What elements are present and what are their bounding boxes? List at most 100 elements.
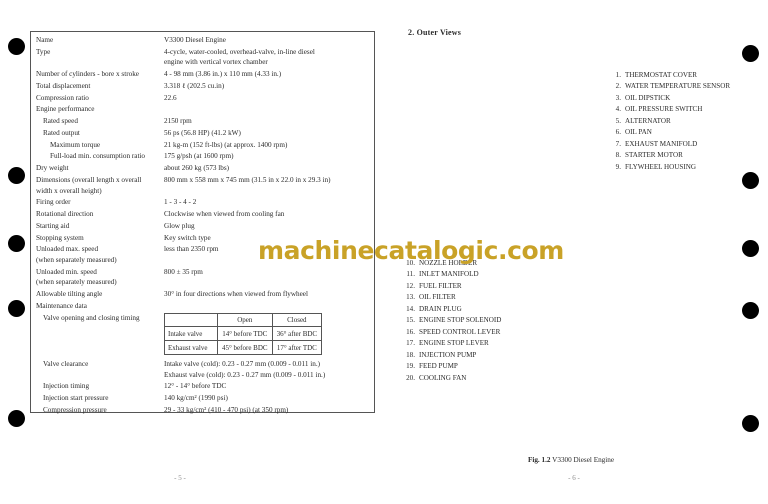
spec-value: 22.6 [164, 93, 177, 102]
legend-item: 11. INLET MANIFOLD [402, 269, 501, 280]
spec-row: Unloaded min. speed (when separately mea… [36, 267, 374, 288]
spec-value: 30° in four directions when viewed from … [164, 290, 308, 299]
legend-number: 9. [615, 162, 621, 171]
legend-item: 15.ENGINE STOP SOLENOID [402, 315, 501, 326]
legend-label: OIL PRESSURE SWITCH [625, 105, 703, 114]
legend-number: 18. [406, 350, 415, 359]
binding-hole-right-5 [742, 415, 759, 432]
legend-item: 19. FEED PUMP [402, 361, 501, 372]
spec-label: Rotational direction [36, 210, 94, 219]
spec-value: less than 2350 rpm [164, 245, 219, 254]
spec-label: Type [36, 47, 51, 56]
legend-item: 7.EXHAUST MANIFOLD [608, 139, 730, 150]
site-watermark: machinecatalogic.com [258, 236, 564, 265]
legend-number: 16. [406, 327, 415, 336]
binding-hole-left-4 [8, 300, 25, 317]
legend-label: COOLING FAN [419, 373, 467, 382]
legend-item: 14.DRAIN PLUG [402, 304, 501, 315]
legend-number: 8. [615, 151, 621, 160]
spec-label: Maintenance data [36, 301, 87, 310]
legend-item: 12.FUEL FILTER [402, 281, 501, 292]
legend-item: 8. STARTER MOTOR [608, 150, 730, 161]
spec-value: Key switch type [164, 233, 211, 242]
spec-value: 175 g/psh (at 1600 rpm) [164, 152, 234, 161]
spec-value: 3.318 ℓ (202.5 cu.in) [164, 81, 225, 90]
legend-label: INLET MANIFOLD [419, 270, 479, 279]
legend-item: 10.NOZZLE HOLDER [402, 258, 501, 269]
legend-number: 11. [406, 270, 415, 279]
legend-item: 9. FLYWHEEL HOUSING [608, 162, 730, 173]
binding-hole-left-1 [8, 38, 25, 55]
binding-hole-right-2 [742, 172, 759, 189]
spec-row: Maintenance data [36, 301, 374, 312]
spec-value: Glow plug [164, 221, 195, 230]
cell-open: 14° before TDC [217, 326, 273, 342]
legend-item: 6.OIL PAN [608, 127, 730, 138]
legend-item: 18. INJECTION PUMP [402, 350, 501, 361]
binding-hole-left-5 [8, 410, 25, 427]
legend-item: 5.ALTERNATOR [608, 116, 730, 127]
legend-number: 14. [406, 304, 415, 313]
binding-hole-left-2 [8, 167, 25, 184]
legend-number: 19. [406, 362, 415, 371]
valve-timing-label: Valve opening and closing timing [43, 313, 140, 322]
legend-label: FEED PUMP [419, 362, 458, 371]
spec-row: Unloaded max. speed (when separately mea… [36, 244, 374, 265]
spec-value: Intake valve (cold): 0.23 - 0.27 mm (0.0… [164, 359, 326, 379]
legend-label: ENGINE STOP LEVER [419, 339, 489, 348]
binding-hole-right-1 [742, 45, 759, 62]
legend-item: 17.ENGINE STOP LEVER [402, 338, 501, 349]
legend-number: 2. [615, 82, 621, 91]
binding-hole-right-4 [742, 302, 759, 319]
legend-label: FUEL FILTER [419, 281, 462, 290]
legend-number: 3. [615, 93, 621, 102]
cell-closed: 36° after BDC [271, 326, 323, 342]
spec-label: Firing order [36, 198, 71, 207]
spec-row: Maximum torque 21 kg-m (152 ft-lbs) (at a… [36, 140, 374, 151]
legend-number: 7. [615, 139, 621, 148]
legend-item: 3.OIL DIPSTICK [608, 93, 730, 104]
spec-value: 140 kg/cm² (1990 psi) [164, 394, 228, 403]
legend-number: 4. [615, 105, 621, 114]
spec-value: 800 ± 35 rpm [164, 267, 203, 276]
spec-label: Number of cylinders - bore x stroke [36, 70, 139, 79]
figure-number: Fig. 1.2 [527, 456, 551, 464]
page-number-right: - 6 - [568, 474, 580, 482]
legend-item: 20. COOLING FAN [402, 373, 501, 384]
spec-value: 29 - 33 kg/cm² (410 - 470 psi) (at 350 r… [164, 405, 289, 414]
legend-label: WATER TEMPERATURE SENSOR [625, 82, 731, 91]
spec-value: 21 kg-m (152 ft-lbs) (at approx. 1400 rp… [164, 140, 288, 149]
legend-label: FLYWHEEL HOUSING [625, 162, 696, 171]
table-corner-cell [164, 312, 218, 328]
spec-row: Stopping system Key switch type [36, 233, 374, 244]
spec-label: Rated output [43, 128, 80, 137]
legend-item: 4. OIL PRESSURE SWITCH [608, 104, 730, 115]
legend-number: 20. [406, 373, 415, 382]
spec-row: Firing order 1 - 3 - 4 - 2 [36, 197, 374, 208]
legend-number: 5. [615, 116, 621, 125]
legend-item: 1.THERMOSTAT COVER [608, 70, 730, 81]
spec-value: 800 mm x 558 mm x 745 mm (31.5 in x 22.0… [164, 175, 331, 184]
legend-label: INJECTION PUMP [419, 350, 477, 359]
spec-label: Rated speed [43, 117, 78, 126]
specification-table [30, 31, 375, 413]
spec-value: 1 - 3 - 4 - 2 [164, 198, 197, 207]
spec-label: Maximum torque [50, 140, 101, 149]
column-header: Closed [271, 312, 323, 328]
legend-label: STARTER MOTOR [625, 151, 683, 160]
spec-label: Stopping system [36, 233, 84, 242]
